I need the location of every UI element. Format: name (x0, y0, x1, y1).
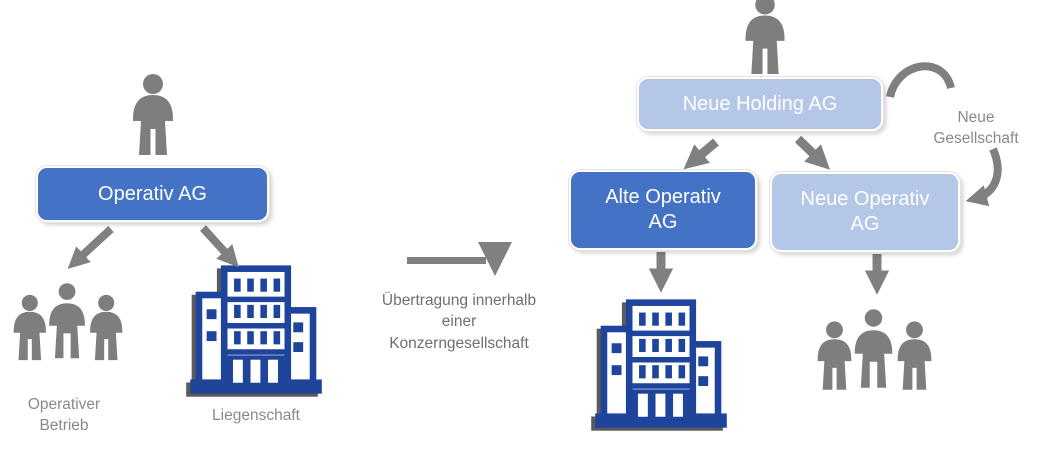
building-icon (593, 291, 729, 435)
building-icon (188, 258, 324, 400)
alte-operativ-ag-label: Alte Operativ AG (605, 186, 721, 233)
people-group-icon (4, 268, 132, 382)
neue-gesellschaft-label: Neue Gesellschaft (933, 109, 1019, 147)
arrow-holding-to-alte (683, 138, 719, 170)
curved-arrow-icon (965, 147, 1002, 207)
liegenschaft-label: Liegenschaft (212, 407, 300, 424)
neue-holding-ag-box: Neue Holding AG (637, 77, 883, 131)
curved-arrow-icon (886, 62, 955, 99)
neue-operativ-ag-label: Neue Operativ AG (800, 188, 930, 235)
person-icon (726, 0, 804, 76)
arrow-operativ-to-betrieb (67, 226, 114, 269)
transfer-caption: Übertragung innerhalb einer Konzerngesel… (381, 292, 537, 352)
arrow-holding-to-neue (794, 135, 831, 170)
alte-operativ-ag-box: Alte Operativ AG (569, 170, 757, 250)
operativer-betrieb-label: Operativer Betrieb (27, 396, 101, 434)
right-down-arrow-icon (407, 242, 512, 276)
neue-operativ-ag-box: Neue Operativ AG (770, 172, 960, 252)
operativ-ag-box: Operativ AG (36, 166, 269, 222)
operativ-ag-label: Operativ AG (98, 182, 207, 205)
neue-holding-ag-label: Neue Holding AG (682, 92, 838, 115)
arrow-operativ-to-liegenschaft (200, 225, 239, 268)
person-icon (113, 73, 193, 157)
people-group-icon (801, 297, 948, 409)
